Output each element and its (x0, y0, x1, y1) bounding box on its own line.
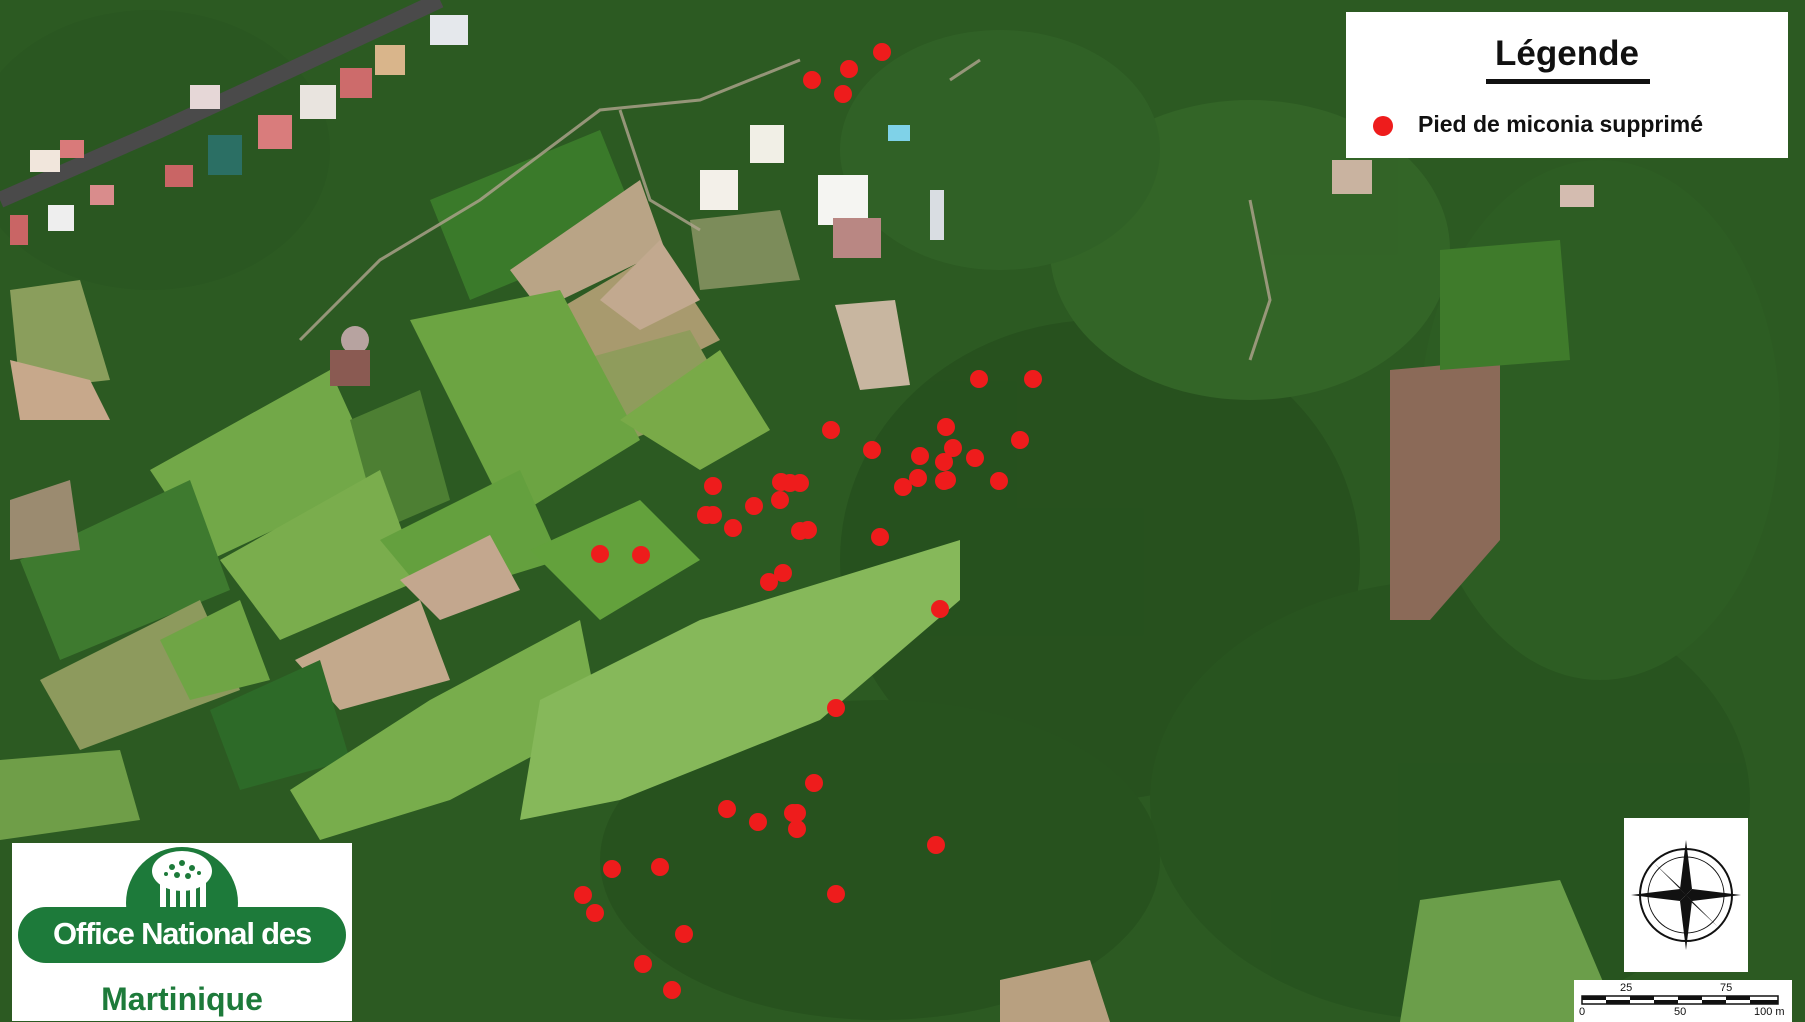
miconia-point (760, 573, 778, 591)
miconia-point (894, 478, 912, 496)
scale-bar: 25 75 0 50 100 m (1574, 980, 1792, 1022)
miconia-point (966, 449, 984, 467)
miconia-point (591, 545, 609, 563)
logo-banner (18, 907, 346, 963)
agricultural-fields (0, 130, 1620, 1022)
scale-label-75: 75 (1720, 982, 1733, 994)
north-arrow (1624, 818, 1748, 972)
legend-title-underline (1486, 79, 1650, 84)
tree-icon (152, 851, 212, 907)
miconia-point (745, 497, 763, 515)
miconia-point (634, 955, 652, 973)
miconia-point (944, 439, 962, 457)
map-legend: Légende Pied de miconia supprimé (1346, 12, 1788, 158)
miconia-point (827, 699, 845, 717)
tree-canopy-pattern (164, 860, 201, 879)
house-brown (330, 350, 370, 386)
miconia-point (863, 441, 881, 459)
houses (10, 15, 1594, 258)
logo-org-name: Office National des Forêts (53, 916, 312, 999)
miconia-point (834, 85, 852, 103)
miconia-point (927, 836, 945, 854)
scale-label-100m: 100 m (1754, 1006, 1785, 1018)
miconia-point (871, 528, 889, 546)
miconia-point (990, 472, 1008, 490)
miconia-point (788, 804, 806, 822)
miconia-point (827, 885, 845, 903)
miconia-point (724, 519, 742, 537)
paths (298, 58, 1272, 361)
miconia-point (718, 800, 736, 818)
miconia-point (603, 860, 621, 878)
miconia-points (574, 43, 1042, 999)
miconia-point (873, 43, 891, 61)
miconia-point (788, 820, 806, 838)
house-round (341, 326, 369, 354)
miconia-point (1011, 431, 1029, 449)
scale-label-0: 0 (1579, 1006, 1586, 1018)
miconia-point (704, 477, 722, 495)
legend-marker-icon (1373, 116, 1393, 136)
miconia-point (772, 473, 790, 491)
onf-logo: Office National des Forêts Martinique (12, 843, 352, 1021)
scale-label-25: 25 (1620, 982, 1633, 994)
road (0, 0, 444, 208)
miconia-point (937, 418, 955, 436)
legend-title: Légende (1495, 34, 1639, 73)
miconia-point (799, 521, 817, 539)
miconia-point (651, 858, 669, 876)
miconia-point (840, 60, 858, 78)
canopy-texture (0, 10, 1780, 1020)
miconia-point (749, 813, 767, 831)
compass-rose-icon (1631, 840, 1741, 950)
onf-logo-graphic (18, 847, 346, 963)
scale-label-50: 50 (1674, 1006, 1687, 1018)
logo-region: Martinique (101, 981, 263, 1017)
miconia-point (909, 469, 927, 487)
miconia-point (803, 71, 821, 89)
miconia-point (632, 546, 650, 564)
miconia-point (970, 370, 988, 388)
miconia-point (911, 447, 929, 465)
legend-item-label: Pied de miconia supprimé (1418, 111, 1704, 137)
miconia-point (791, 474, 809, 492)
miconia-point (1024, 370, 1042, 388)
miconia-point (774, 564, 792, 582)
miconia-point (675, 925, 693, 943)
miconia-point (697, 506, 715, 524)
miconia-point (574, 886, 592, 904)
miconia-point (805, 774, 823, 792)
miconia-point (822, 421, 840, 439)
miconia-point (586, 904, 604, 922)
scale-bar-graphic (1581, 995, 1779, 1005)
miconia-point (771, 491, 789, 509)
miconia-point (935, 453, 953, 471)
miconia-point (931, 600, 949, 618)
miconia-point (663, 981, 681, 999)
miconia-point (935, 472, 953, 490)
